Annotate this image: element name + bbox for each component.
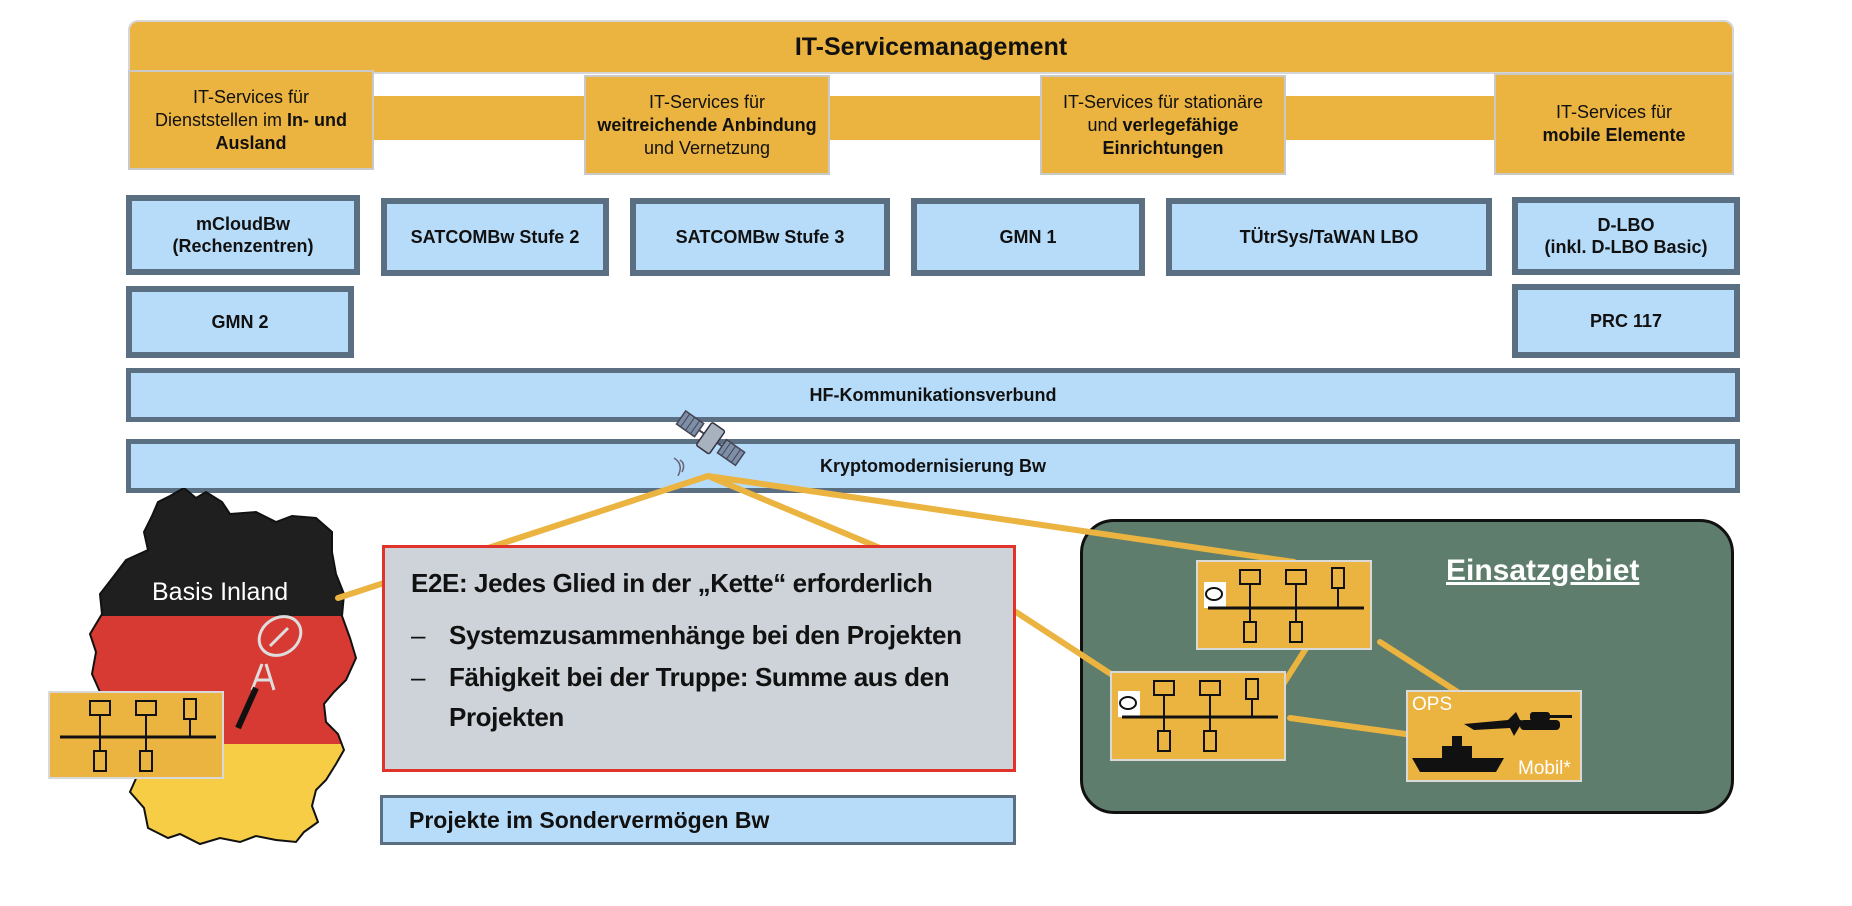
e2e-box: E2E: Jedes Glied in der „Kette“ erforder… [382, 545, 1016, 772]
satellite-icon [673, 409, 746, 476]
e2e-bullet-1: – Systemzusammenhänge bei den Projekten [411, 615, 989, 655]
e2e-bullet-1-text: Systemzusammenhänge bei den Projekten [449, 620, 962, 650]
project-gmn-1-label: GMN 1 [999, 227, 1057, 247]
bullet-dash: – [411, 662, 426, 692]
service-box-dienststellen: IT-Services für Dienststellen im In- und… [128, 70, 374, 170]
service-3-line3: Einrichtungen [1102, 137, 1224, 158]
it-servicemanagement-band [128, 20, 1734, 74]
mobile-units-icon [1412, 712, 1572, 772]
service-box-stationaere-einrichtungen: IT-Services für stationäre und verlegefä… [1040, 75, 1286, 175]
hf-kommunikationsverbund-label: HF-Kommunikationsverbund [809, 384, 1057, 405]
project-satcombw-stufe-2: SATCOMBw Stufe 2 [381, 198, 609, 276]
project-d-lbo-line1: D-LBO [1597, 215, 1655, 235]
project-mcloudbw-line2: (Rechenzentren) [172, 236, 314, 256]
service-2-line1: IT-Services für [648, 91, 766, 112]
project-gmn-1: GMN 1 [911, 198, 1145, 276]
it-servicemanagement-title: IT-Servicemanagement [794, 33, 1068, 61]
e2e-bullet-2-line1: Fähigkeit bei der Truppe: Summe aus den [449, 662, 950, 692]
sondervermoegen-label: Projekte im Sondervermögen Bw [409, 806, 770, 833]
germany-map [88, 488, 358, 846]
service-2-line2: weitreichende Anbindung [597, 114, 817, 135]
project-tuetrsys-label: TÜtrSys/TaWAN LBO [1239, 227, 1419, 247]
service-box-mobile-elemente: IT-Services für mobile Elemente [1494, 73, 1734, 175]
ground-station-dish-icon [250, 615, 303, 691]
service-1-line3: Ausland [215, 132, 287, 153]
bullet-dash: – [411, 620, 426, 650]
network-node-einsatz-2 [1110, 671, 1286, 761]
network-node-basis-inland [48, 691, 224, 779]
sondervermoegen-box: Projekte im Sondervermögen Bw [380, 795, 1016, 845]
project-d-lbo: D-LBO (inkl. D-LBO Basic) [1512, 197, 1740, 275]
ops-label: OPS [1412, 694, 1453, 715]
project-prc-117: PRC 117 [1512, 284, 1740, 358]
service-3-line1: IT-Services für stationäre [1062, 91, 1264, 112]
project-gmn-2-label: GMN 2 [211, 312, 269, 332]
service-1-line1: IT-Services für [192, 86, 310, 107]
e2e-bullet-2-line2: Projekten [449, 702, 564, 732]
project-satcombw-stufe-3: SATCOMBw Stufe 3 [630, 198, 890, 276]
basis-inland-label: Basis Inland [152, 578, 289, 606]
project-gmn-2: GMN 2 [126, 286, 354, 358]
mobil-label: Mobil* [1518, 758, 1571, 779]
service-3-line2b: verlegefähige [1122, 114, 1239, 135]
hf-kommunikationsverbund-bar: HF-Kommunikationsverbund [126, 368, 1740, 422]
network-lan-icon-2 [1204, 567, 1364, 643]
network-node-einsatz-1 [1196, 560, 1372, 650]
kryptomodernisierung-bar: Kryptomodernisierung Bw [126, 439, 1740, 493]
service-connector-strip [128, 96, 1734, 140]
project-prc-117-label: PRC 117 [1589, 311, 1663, 331]
e2e-bullet-2: – Fähigkeit bei der Truppe: Summe aus de… [411, 657, 989, 737]
kryptomodernisierung-label: Kryptomodernisierung Bw [819, 455, 1047, 476]
einsatzgebiet-title: Einsatzgebiet [1446, 554, 1640, 587]
project-tuetrsys-tawan-lbo: TÜtrSys/TaWAN LBO [1166, 198, 1492, 276]
ops-mobile-box [1406, 690, 1582, 782]
service-3-line2a: und [1087, 114, 1123, 135]
project-satcombw-stufe-3-label: SATCOMBw Stufe 3 [675, 227, 845, 247]
network-lan-icon-3 [1118, 678, 1278, 752]
project-mcloudbw-line1: mCloudBw [196, 214, 290, 234]
network-lan-icon [60, 698, 216, 772]
service-4-line1: IT-Services für [1555, 102, 1672, 122]
project-satcombw-stufe-2-label: SATCOMBw Stufe 2 [410, 227, 580, 247]
e2e-title: E2E: Jedes Glied in der „Kette“ erforder… [411, 568, 933, 598]
service-4-line2: mobile Elemente [1542, 125, 1686, 145]
service-1-line2b: In- und [287, 109, 348, 130]
project-mcloudbw: mCloudBw (Rechenzentren) [126, 195, 360, 275]
service-box-weitreichende-anbindung: IT-Services für weitreichende Anbindung … [584, 75, 830, 175]
project-d-lbo-line2: (inkl. D-LBO Basic) [1544, 237, 1708, 257]
service-2-line3: und Vernetzung [643, 137, 771, 158]
service-1-line2a: Dienststellen im [154, 109, 288, 130]
